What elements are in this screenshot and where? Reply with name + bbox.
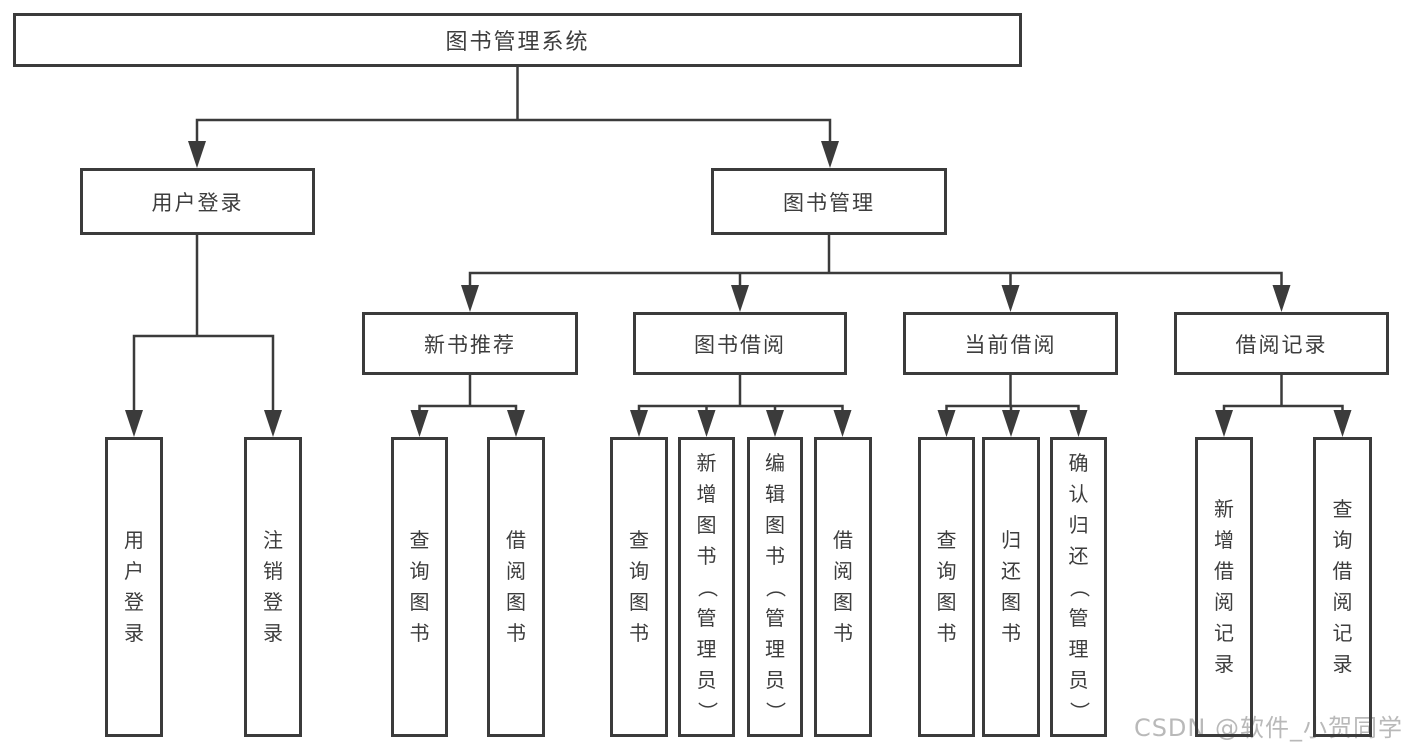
leaf-query-books-recommend: 查询图书 (391, 437, 448, 737)
node-book-management: 图书管理 (711, 168, 947, 235)
node-borrowing-records: 借阅记录 (1174, 312, 1389, 375)
leaf-borrow-books-recommend: 借阅图书 (487, 437, 545, 737)
node-book-management-label: 图书管理 (783, 190, 875, 215)
node-borrowing-records-label: 借阅记录 (1235, 332, 1328, 357)
leaf-return-book-label: 归还图书 (1001, 528, 1021, 645)
leaf-query-books-recommend-label: 查询图书 (409, 528, 430, 645)
leaf-return-book: 归还图书 (982, 437, 1040, 737)
node-root: 图书管理系统 (13, 13, 1022, 67)
leaf-add-book-admin: 新增图书（管理员） (678, 437, 735, 737)
leaf-add-book-admin-label: 新增图书（管理员） (695, 450, 719, 722)
leaf-confirm-return-admin: 确认归还（管理员） (1050, 437, 1107, 737)
leaf-query-borrow-record: 查询借阅记录 (1313, 437, 1372, 737)
leaf-add-borrow-record-label: 新增借阅记录 (1214, 497, 1234, 676)
leaf-query-books-current-label: 查询图书 (936, 528, 957, 645)
node-current-borrowing: 当前借阅 (903, 312, 1118, 375)
leaf-logout-label: 注销登录 (263, 528, 283, 645)
leaf-logout: 注销登录 (244, 437, 302, 737)
csdn-watermark: CSDN @软件_小贺同学 (1133, 714, 1403, 742)
leaf-user-login: 用户登录 (105, 437, 163, 737)
leaf-edit-book-admin-label: 编辑图书（管理员） (763, 450, 788, 722)
node-user-login-label: 用户登录 (151, 190, 244, 215)
node-new-book-recommend-label: 新书推荐 (424, 332, 516, 357)
node-book-borrowing-label: 图书借阅 (694, 332, 786, 357)
leaf-borrow-books-borrowing-label: 借阅图书 (833, 528, 853, 645)
node-current-borrowing-label: 当前借阅 (964, 332, 1057, 357)
leaf-confirm-return-admin-label: 确认归还（管理员） (1067, 450, 1091, 722)
leaf-query-books-borrowing: 查询图书 (610, 437, 668, 737)
node-user-login: 用户登录 (80, 168, 315, 235)
leaf-borrow-books-recommend-label: 借阅图书 (506, 528, 526, 645)
leaf-query-borrow-record-label: 查询借阅记录 (1332, 497, 1353, 676)
leaf-edit-book-admin: 编辑图书（管理员） (747, 437, 803, 737)
leaf-query-books-borrowing-label: 查询图书 (629, 528, 649, 645)
leaf-add-borrow-record: 新增借阅记录 (1195, 437, 1253, 737)
leaf-query-books-current: 查询图书 (918, 437, 975, 737)
leaf-borrow-books-borrowing: 借阅图书 (814, 437, 872, 737)
node-book-borrowing: 图书借阅 (633, 312, 847, 375)
node-root-label: 图书管理系统 (445, 30, 590, 55)
leaf-user-login-label: 用户登录 (124, 528, 144, 645)
node-new-book-recommend: 新书推荐 (362, 312, 578, 375)
